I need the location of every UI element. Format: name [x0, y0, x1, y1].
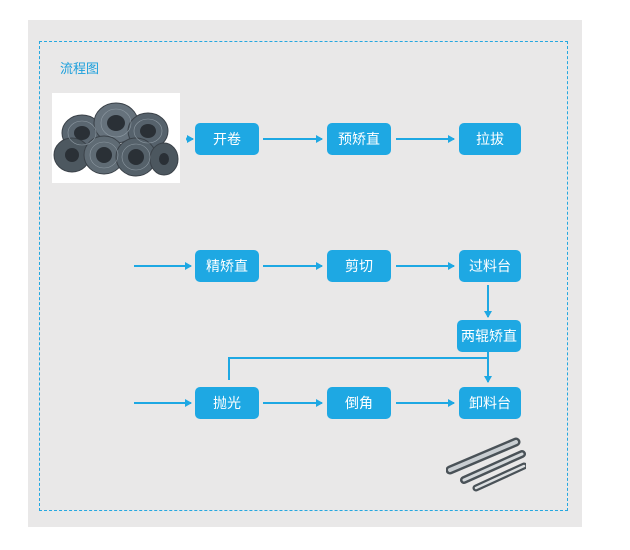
- node-laba: 拉拔: [459, 123, 521, 155]
- node-xieliaotai: 卸料台: [459, 387, 521, 419]
- node-paoguang: 抛光: [195, 387, 259, 419]
- node-jianqie: 剪切: [327, 250, 391, 282]
- steel-rods-image: [446, 436, 526, 494]
- wire-rod-coils-image: [52, 93, 180, 183]
- node-daojiao: 倒角: [327, 387, 391, 419]
- node-yujiaozhi: 预矫直: [327, 123, 391, 155]
- node-kaijuan: 开卷: [195, 123, 259, 155]
- edge-bypass-paoguang: [229, 358, 488, 380]
- node-jingjiaozhi: 精矫直: [195, 250, 259, 282]
- node-lianggunjiaozhi: 两辊矫直: [457, 320, 521, 352]
- node-guoliaotai: 过料台: [459, 250, 521, 282]
